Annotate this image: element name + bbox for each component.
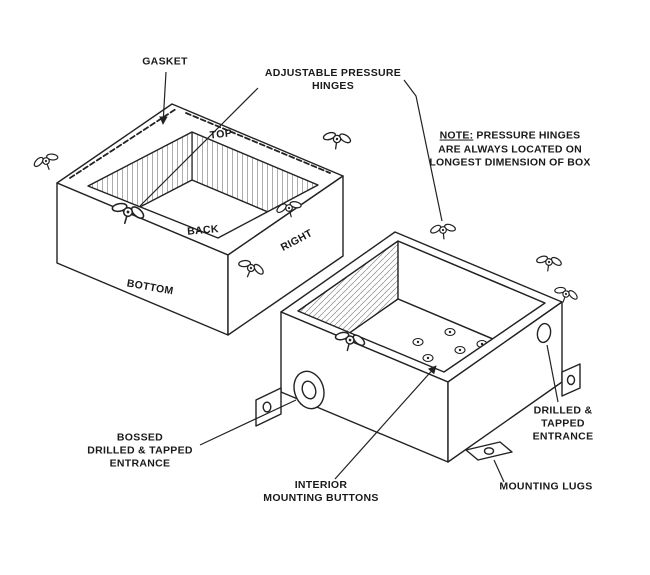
interior-buttons-leader [334, 365, 437, 480]
label-interior-mounting-buttons: INTERIOR MOUNTING BUTTONS [263, 478, 379, 504]
label-mounting-lugs: MOUNTING LUGS [499, 480, 593, 493]
mounting-lug-left-hole [262, 401, 272, 413]
label-bossed-entrance: BOSSED DRILLED & TAPPED ENTRANCE [87, 431, 193, 470]
wing-nut-icon [428, 221, 459, 242]
bossed-entrance-leader [199, 399, 297, 446]
wing-nut-icon [533, 252, 565, 274]
hinges-leader-right [403, 79, 443, 222]
note-prefix: NOTE: [439, 129, 474, 142]
label-back-face: BACK [186, 223, 220, 238]
drilled-tapped-entrance-hole [536, 322, 552, 344]
note-line-2: ARE ALWAYS LOCATED ON [438, 143, 582, 156]
label-gasket: GASKET [142, 55, 188, 68]
interior-mounting-buttons [412, 327, 488, 363]
label-top-face: TOP [209, 127, 233, 142]
note-line-1: NOTE: PRESSURE HINGES [429, 130, 590, 144]
box1-gasket-line [69, 108, 331, 179]
label-drilled-tapped-entrance: DRILLED & TAPPED ENTRANCE [532, 404, 594, 443]
box-2 [255, 221, 581, 463]
wing-nut-icon [30, 149, 63, 175]
note-block: NOTE: PRESSURE HINGES ARE ALWAYS LOCATED… [429, 130, 590, 171]
note-line-3: LONGEST DIMENSION OF BOX [429, 156, 591, 169]
gasket-leader [159, 71, 168, 125]
label-adjustable-pressure-hinges: ADJUSTABLE PRESSURE HINGES [264, 66, 402, 92]
box-1 [30, 103, 354, 336]
drilled-entrance-leader [546, 344, 559, 403]
bossed-entrance-hole [301, 380, 317, 400]
mounting-lugs-leader [493, 459, 505, 483]
leader-lines [139, 71, 559, 483]
note-line-1-text: PRESSURE HINGES [473, 129, 581, 142]
hinges-leader-left [139, 87, 259, 207]
box1-front-right-wall [227, 175, 344, 336]
wing-nut-icon [320, 128, 354, 152]
mounting-lug-bottom-hole [483, 447, 495, 455]
mounting-lug-right-hole [566, 374, 576, 386]
